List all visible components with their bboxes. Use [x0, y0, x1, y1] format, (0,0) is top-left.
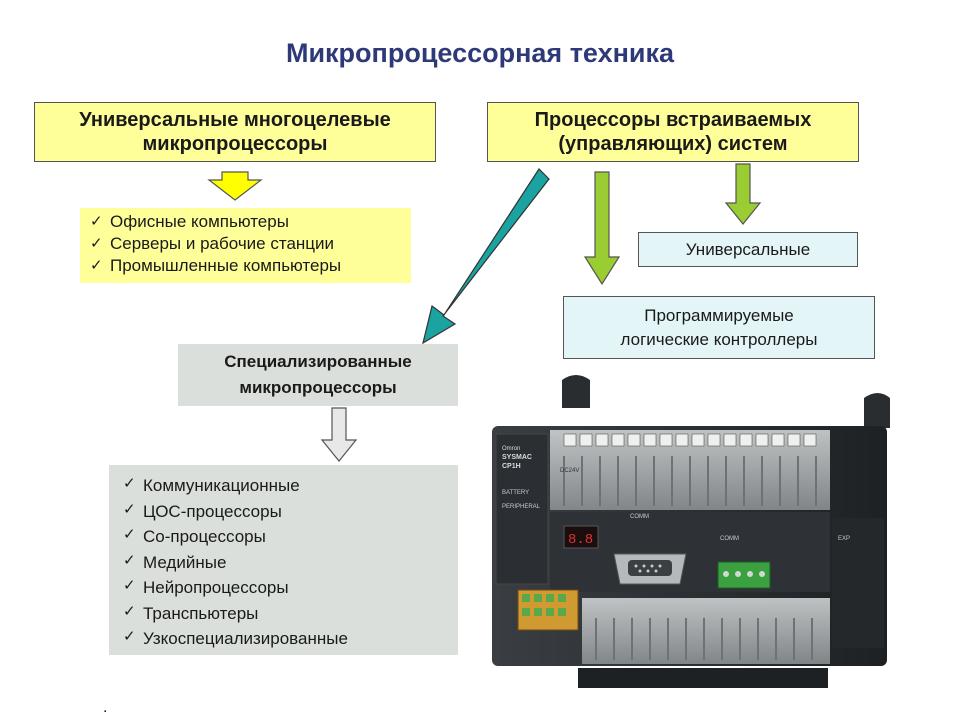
embedded-processors-line1: Процессоры встраиваемых — [534, 109, 812, 131]
list-item: ✓Промышленные компьютеры — [90, 256, 342, 275]
list-item: ✓Узкоспециализированные — [123, 628, 348, 648]
universal-multipurpose-box: Универсальные многоцелевые микропроцессо… — [34, 102, 436, 162]
exp-label: EXP — [838, 536, 850, 542]
universal-multipurpose-line2: микропроцессоры — [142, 133, 328, 155]
check-icon: ✓ — [123, 475, 136, 492]
specialized-types-list: ✓Коммуникационные ✓ЦОС-процессоры ✓Со-пр… — [109, 465, 458, 655]
universal-applications-list: ✓Офисные компьютеры ✓Серверы и рабочие с… — [80, 208, 411, 283]
device-model: SYSMAC — [502, 454, 532, 461]
check-icon: ✓ — [90, 213, 103, 230]
list-item: ✓Серверы и рабочие станции — [90, 234, 335, 253]
check-icon: ✓ — [123, 628, 136, 645]
embedded-processors-line2: (управляющих) систем — [558, 133, 788, 155]
voltage-label: DC24V — [560, 468, 579, 474]
device-model2: CP1H — [502, 463, 521, 470]
arrow-down-gray — [320, 407, 358, 462]
list-item: ✓Нейропроцессоры — [123, 577, 289, 597]
list-item: ✓Транспьютеры — [123, 602, 259, 623]
arrow-down-green-plc — [583, 171, 621, 286]
plc-line1: Программируемые — [644, 305, 794, 325]
list-item: ✓Коммуникационные — [123, 475, 300, 495]
plc-box: Программируемые логические контроллеры — [563, 296, 875, 359]
battery-label: BATTERY — [502, 490, 529, 496]
device-brand: Omron — [502, 446, 520, 452]
specialized-line1: Специализированные — [224, 352, 412, 371]
arrow-diagonal-teal — [422, 168, 550, 345]
specialized-box: Специализированные микропроцессоры — [178, 344, 458, 406]
universal-box: Универсальные — [638, 232, 858, 267]
page-title: Микропроцессорная техника — [285, 38, 675, 68]
plc-line2: логические контроллеры — [620, 329, 818, 349]
arrow-down-green-universal — [724, 163, 762, 225]
plc-device-image: Omron SYSMAC CP1H BATTERY PERIPHERAL DC2… — [492, 375, 890, 688]
check-icon: ✓ — [123, 551, 136, 569]
check-icon: ✓ — [90, 257, 103, 274]
svg-text:8.8: 8.8 — [568, 532, 593, 548]
embedded-processors-box: Процессоры встраиваемых (управляющих) си… — [487, 102, 859, 162]
check-icon: ✓ — [123, 500, 136, 518]
comm1-label: COMM — [630, 514, 649, 520]
universal-multipurpose-line1: Универсальные многоцелевые — [79, 109, 391, 131]
check-icon: ✓ — [123, 577, 136, 594]
check-icon: ✓ — [123, 526, 136, 543]
list-item: ✓Медийные — [123, 551, 227, 572]
check-icon: ✓ — [123, 602, 136, 620]
peripheral-label: PERIPHERAL — [502, 504, 541, 510]
specialized-line2: микропроцессоры — [239, 378, 397, 397]
footer-dot: . — [103, 699, 108, 716]
arrow-down-yellow — [207, 171, 263, 201]
check-icon: ✓ — [90, 235, 103, 252]
comm2-label: COMM — [720, 536, 739, 542]
list-item: ✓Офисные компьютеры — [90, 212, 289, 231]
list-item: ✓ЦОС-процессоры — [123, 500, 282, 521]
list-item: ✓Со-процессоры — [123, 526, 266, 546]
universal-label: Универсальные — [685, 239, 811, 259]
